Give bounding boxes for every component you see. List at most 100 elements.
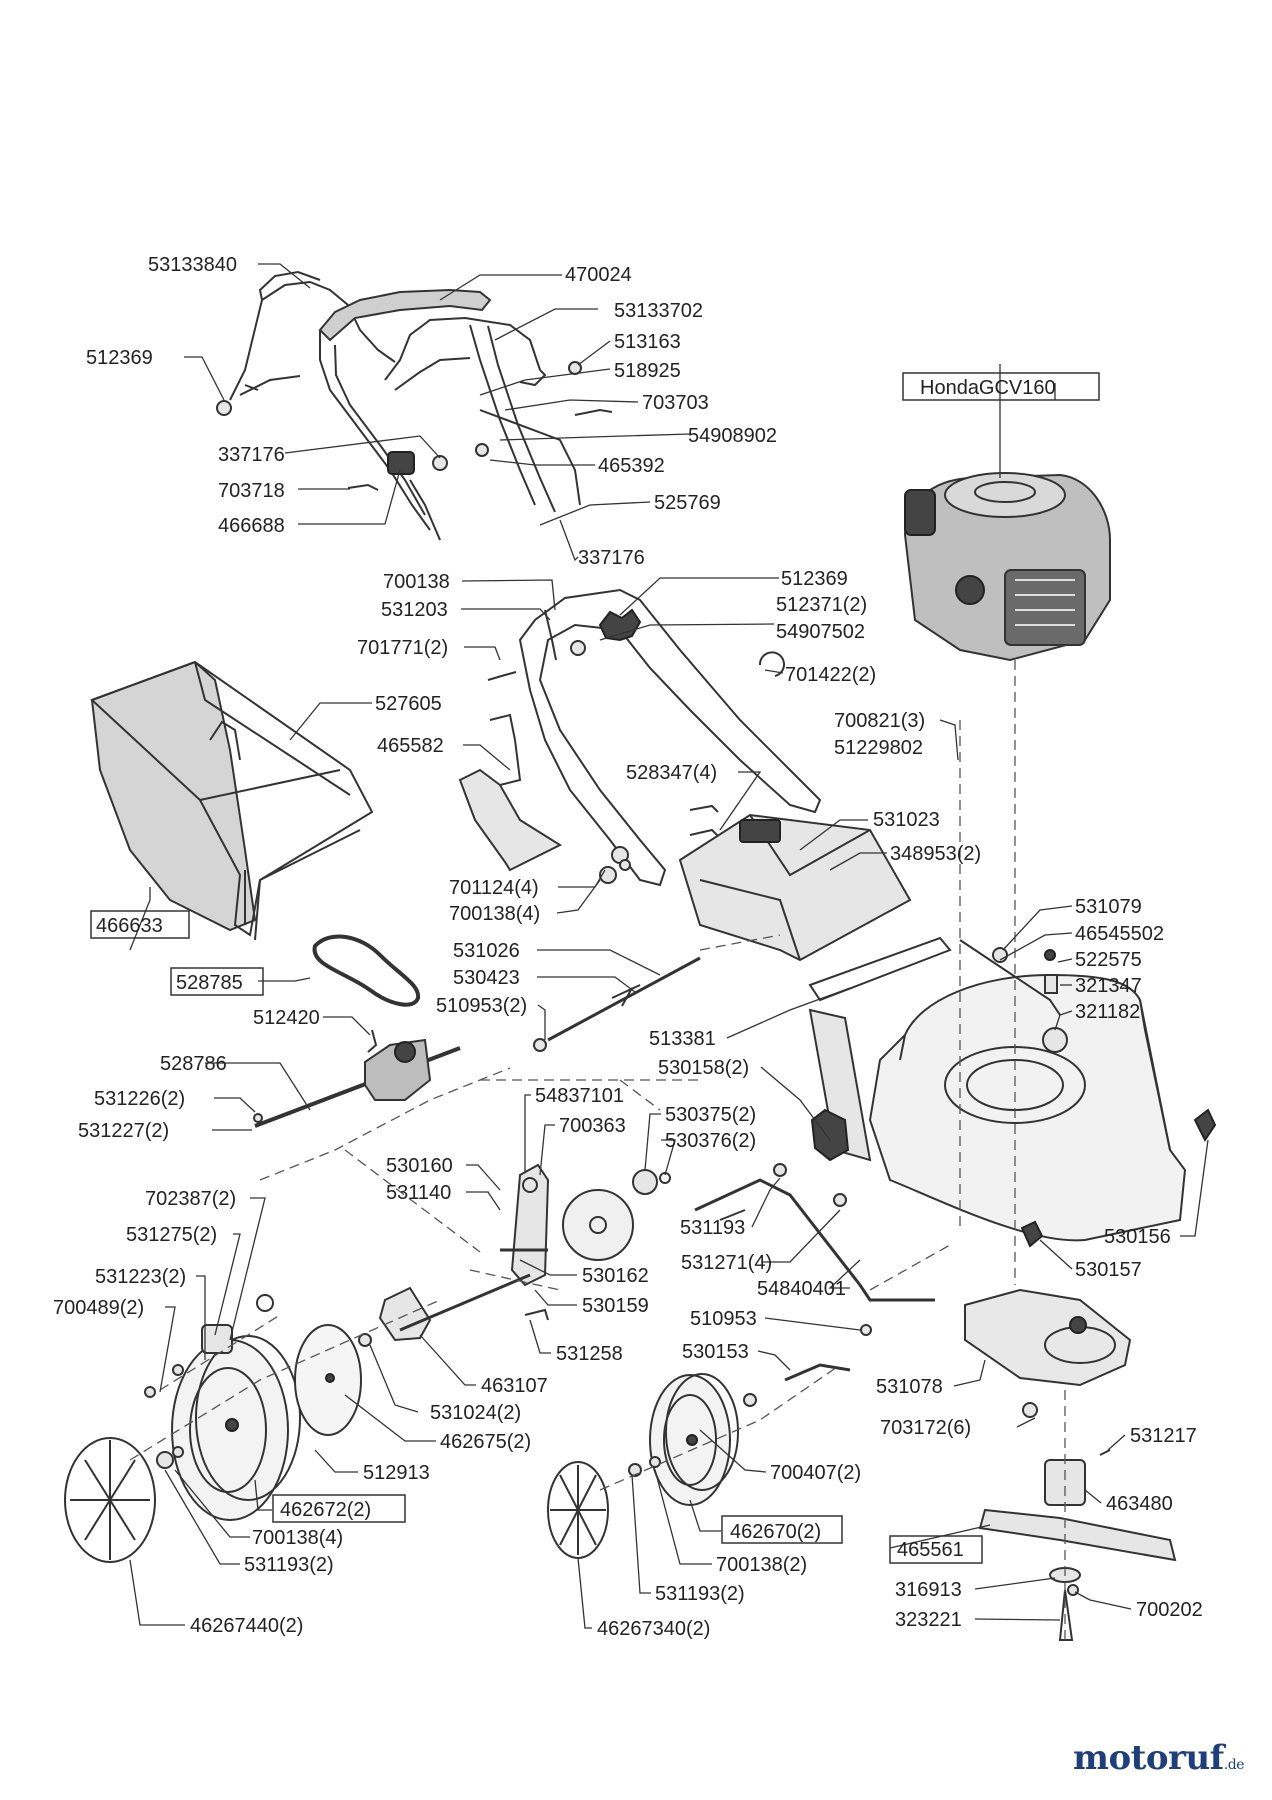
part-label: 53133840 [148, 254, 237, 276]
front-wheel-462672 [171, 1335, 301, 1521]
part-label: 528785 [176, 972, 243, 994]
rear-housing-531023 [678, 813, 912, 962]
bolt-528347 [689, 804, 719, 813]
part-label: 470024 [565, 264, 632, 286]
grass-catcher-group [90, 660, 374, 941]
part-label: 46267340(2) [597, 1618, 710, 1640]
leader-lines [129, 263, 1209, 1629]
part-label: 316913 [895, 1579, 962, 1601]
bracket-513381 [808, 1008, 872, 1162]
part-label: 54908902 [688, 425, 777, 447]
part-label: 531275(2) [126, 1224, 217, 1246]
part-label: 700821(3) [834, 710, 925, 732]
part-label: 531193 [680, 1217, 745, 1239]
deck-group [808, 936, 1217, 1248]
nut-321182 [1042, 1027, 1068, 1053]
part-label: 700202 [1136, 1599, 1203, 1621]
clip-531203 [544, 609, 557, 661]
part-label: 530157 [1075, 1259, 1142, 1281]
knob-337176 [432, 455, 448, 471]
part-label: 530153 [682, 1341, 749, 1363]
hubcap-46267340 [547, 1461, 609, 1559]
bolt-321347 [1044, 974, 1058, 994]
rear-drive-linkage [378, 1163, 935, 1382]
part-label: 54837101 [535, 1085, 624, 1107]
bolt-323221 [1058, 1589, 1074, 1641]
part-label: 323221 [895, 1609, 962, 1631]
pivot-530156 [1193, 1108, 1217, 1142]
part-label: 530159 [582, 1295, 649, 1317]
part-label: 700138(4) [449, 903, 540, 925]
spring-530423 [611, 984, 641, 1007]
rear-axle-54840401 [694, 1178, 935, 1302]
label-frames [90, 372, 1100, 1564]
nut-510953 [860, 1324, 872, 1336]
engine-honda-gcv160 [903, 472, 1111, 662]
part-label: 321347 [1075, 975, 1142, 997]
drive-pulley [562, 1189, 634, 1261]
part-label: 462670(2) [730, 1521, 821, 1543]
upper-handle-group [216, 270, 613, 541]
part-label: 512369 [781, 568, 848, 590]
part-label: 703172(6) [880, 1417, 971, 1439]
part-label: 703718 [218, 480, 285, 502]
bolt-701771 [487, 671, 517, 681]
part-label: 513381 [649, 1028, 716, 1050]
part-label: 530375(2) [665, 1104, 756, 1126]
part-label: 530423 [453, 967, 520, 989]
part-label: 530376(2) [665, 1130, 756, 1152]
deflector-465582 [458, 713, 563, 872]
bolt-703718 [347, 483, 379, 491]
part-label: 465392 [598, 455, 665, 477]
part-label: 530162 [582, 1265, 649, 1287]
shaft-531026 [547, 956, 701, 1042]
part-label: 46267440(2) [190, 1615, 303, 1637]
nut-531193-front [156, 1451, 174, 1469]
pin-531217 [1099, 1449, 1111, 1456]
axle-530153 [784, 1363, 851, 1382]
part-label: 462675(2) [440, 1431, 531, 1453]
clip-530158 [810, 1108, 850, 1162]
part-label: 522575 [1075, 949, 1142, 971]
part-label: 531140 [386, 1182, 451, 1204]
part-label: 531193(2) [244, 1554, 334, 1576]
part-label: 348953(2) [890, 843, 981, 865]
part-label: 53133702 [614, 300, 703, 322]
part-labels: 53133840 470024 53133702 512369 513163 5… [53, 254, 1203, 1640]
part-label: 703703 [642, 392, 709, 414]
part-label: 531026 [453, 940, 520, 962]
part-label: 531258 [556, 1343, 623, 1365]
part-label: 518925 [614, 360, 681, 382]
part-label: 462672(2) [280, 1499, 371, 1521]
part-label: 700489(2) [53, 1297, 144, 1319]
hubcap-46267440 [64, 1437, 156, 1563]
part-label: 337176 [218, 444, 285, 466]
part-label: 531193(2) [655, 1583, 745, 1605]
gear-530375 [632, 1169, 658, 1195]
part-label: 700363 [559, 1115, 626, 1137]
part-label: 512371(2) [776, 594, 867, 616]
part-label: 337176 [578, 547, 645, 569]
part-label: 54840401 [757, 1278, 846, 1300]
part-label: 700138 [383, 571, 450, 593]
part-label: 525769 [654, 492, 721, 514]
bolt-531193 [773, 1163, 787, 1177]
part-label: 531226(2) [94, 1088, 185, 1110]
bracket-463107 [378, 1286, 432, 1342]
part-label: 463480 [1106, 1493, 1173, 1515]
mower-deck [868, 973, 1187, 1242]
nut-512369 [216, 400, 232, 416]
axle-528786 [254, 1046, 461, 1128]
part-label: 531227(2) [78, 1120, 169, 1142]
part-label: 530160 [386, 1155, 453, 1177]
assembly-lines [129, 660, 1066, 1640]
motoruf-logo[interactable]: motoruf.de [1073, 1738, 1245, 1778]
part-label: 512420 [253, 1007, 320, 1029]
lever-54837101 [510, 1163, 550, 1287]
upper-handle-53133702 [384, 316, 547, 391]
part-label: 512913 [363, 1462, 430, 1484]
spring-512420 [367, 1029, 378, 1053]
cable-clip-466688 [387, 451, 415, 475]
part-label: 700138(2) [716, 1554, 807, 1576]
part-label: 530158(2) [658, 1057, 749, 1079]
